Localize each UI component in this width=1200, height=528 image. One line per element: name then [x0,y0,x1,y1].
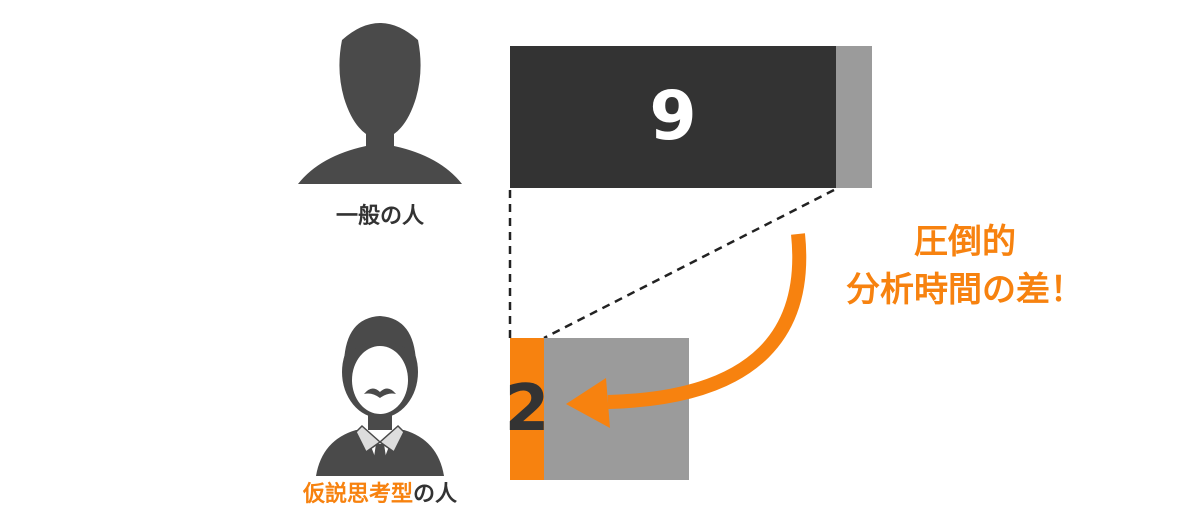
businessman-mustache-icon [316,316,444,476]
bar-ordinary-remainder [836,46,872,188]
label-ordinary-person: 一般の人 [335,204,424,229]
bar-hypothesis-value: 2 [504,372,550,446]
callout-line1: 圧倒的 [914,222,1016,262]
curved-arrow-icon [566,233,807,428]
bar-hypothesis-main [510,338,544,480]
person-silhouette-icon [298,23,462,184]
bar-ordinary-main [510,46,836,188]
label-hypothesis-highlight: 仮説思考型 [302,482,413,507]
label-hypothesis-person: 仮説思考型の人 [270,476,490,508]
connector-right [543,188,835,340]
bar-ordinary-value: 9 [649,77,697,156]
label-hypothesis-rest: の人 [413,482,458,507]
bar-hypothesis-remainder [544,338,689,480]
callout-text: 圧倒的 分析時間の差！ [800,218,1130,314]
callout-line2: 分析時間の差！ [846,270,1084,310]
